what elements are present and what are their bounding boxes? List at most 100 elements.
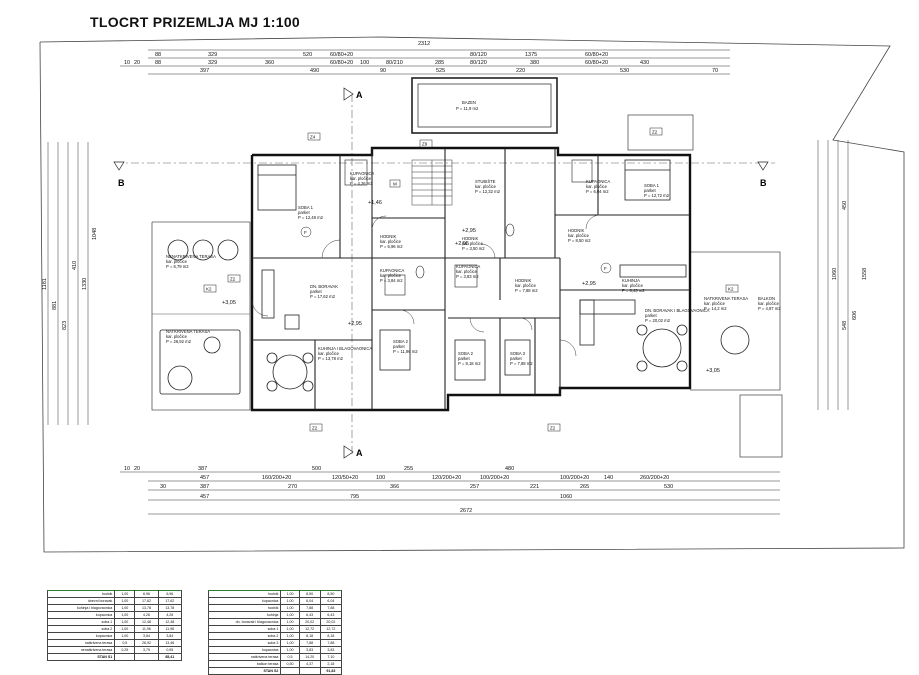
svg-text:M: M (393, 182, 397, 187)
svg-text:+2,95: +2,95 (348, 321, 362, 327)
table-cell: 6,04 (319, 597, 343, 605)
table-cell: balkon terasa (207, 660, 282, 668)
svg-text:parket: parket (510, 356, 522, 361)
svg-text:397: 397 (200, 68, 209, 74)
svg-text:795: 795 (350, 494, 359, 500)
svg-text:P = 11,96 m2: P = 11,96 m2 (393, 349, 418, 354)
drawing-title: TLOCRT PRIZEMLJA MJ 1:100 (90, 14, 301, 30)
svg-text:SOBA 1: SOBA 1 (298, 205, 314, 210)
svg-text:KUHINJA: KUHINJA (622, 278, 640, 283)
svg-text:Z2: Z2 (550, 426, 556, 431)
svg-text:KUPAONICA: KUPAONICA (586, 179, 611, 184)
svg-text:1060: 1060 (560, 494, 572, 500)
svg-text:parket: parket (393, 344, 405, 349)
svg-text:HODNIK: HODNIK (515, 278, 531, 283)
table-cell: 1,00 (280, 604, 300, 612)
svg-text:SOBA 3: SOBA 3 (510, 351, 526, 356)
svg-text:kar. pločice: kar. pločice (704, 301, 726, 306)
svg-text:457: 457 (200, 494, 209, 500)
table-cell: 12,72 (298, 625, 321, 633)
table-cell: 6,43 (319, 611, 343, 619)
dining-table-right (619, 264, 750, 372)
table-cell: 1,00 (114, 590, 136, 598)
svg-text:NATKRIVENA TERASA: NATKRIVENA TERASA (704, 296, 748, 301)
svg-text:KUHINJA I BLAGOVAONICA: KUHINJA I BLAGOVAONICA (318, 346, 372, 351)
table-cell: natkrivena terasa (46, 639, 116, 647)
svg-text:60/80+20: 60/80+20 (585, 60, 608, 66)
table-cell: 7,10 (319, 653, 343, 661)
table-cell: 13,78 (134, 604, 159, 612)
plot-boundary (39, 36, 905, 553)
dimensions-bottom: 10 20 387 500 120/50+20 255 480 100/200+… (120, 466, 780, 515)
pool-inner (417, 83, 552, 128)
svg-text:285: 285 (435, 60, 444, 66)
dimensions-left: 1181 881 823 410 1330 1048 (42, 142, 98, 425)
table-cell: 11,96 (157, 625, 183, 633)
svg-text:P = 26,92 m2: P = 26,92 m2 (166, 339, 192, 344)
svg-text:329: 329 (208, 52, 217, 58)
svg-text:255: 255 (404, 466, 413, 472)
table-cell: 4,26 (134, 611, 159, 619)
table-cell: hodnik (207, 604, 282, 612)
svg-text:88: 88 (155, 52, 161, 58)
svg-text:kar. pločice: kar. pločice (166, 334, 188, 339)
svg-text:Z2: Z2 (312, 426, 318, 431)
table-cell: 17,62 (157, 597, 183, 605)
table-cell: 1,00 (280, 646, 300, 654)
table-cell: 7,88 (298, 639, 321, 647)
svg-text:270: 270 (288, 484, 297, 490)
terrace-right-outline (690, 251, 781, 391)
svg-text:NENATKRIVENA TERASA: NENATKRIVENA TERASA (166, 254, 216, 259)
table-cell: 8,50 (319, 590, 343, 598)
svg-text:kar. pločice: kar. pločice (758, 301, 780, 306)
svg-text:P = 12,72 m2: P = 12,72 m2 (644, 193, 670, 198)
svg-text:500: 500 (312, 466, 321, 472)
svg-text:kar. pločice: kar. pločice (166, 259, 188, 264)
table-cell: kupaonica (207, 597, 282, 605)
svg-text:120/200+20: 120/200+20 (432, 475, 461, 481)
table-cell: kupaonica (46, 611, 116, 619)
svg-text:kar. pločice: kar. pločice (568, 233, 590, 238)
table-cell: 7,88 (319, 639, 343, 647)
table-cell: 3,79 (134, 646, 159, 654)
table-cell: 7,88 (298, 604, 321, 612)
svg-text:60/80+20: 60/80+20 (330, 60, 353, 66)
svg-text:KUPAONICA: KUPAONICA (380, 268, 405, 273)
svg-text:kar. pločice: kar. pločice (586, 184, 608, 189)
svg-text:606: 606 (852, 311, 858, 320)
pool-outer (411, 77, 558, 134)
table-cell: 20,02 (319, 618, 343, 626)
svg-text:490: 490 (310, 68, 319, 74)
svg-text:F: F (604, 266, 607, 271)
dimensions-top: 2312 88 329 520 60/80+20 1375 80/120 60/… (120, 41, 730, 75)
sofas (261, 269, 636, 346)
svg-text:kar. pločice: kar. pločice (622, 283, 644, 288)
svg-text:KUPAONICA: KUPAONICA (456, 264, 481, 269)
table-cell: 0,95 (157, 646, 183, 654)
svg-text:Z4: Z4 (310, 135, 316, 140)
table-cell: 0,25 (114, 646, 136, 654)
svg-text:329: 329 (208, 60, 217, 66)
svg-text:SOBA 2: SOBA 2 (458, 351, 474, 356)
svg-text:kar. pločice: kar. pločice (515, 283, 537, 288)
svg-text:HODNIK: HODNIK (568, 228, 584, 233)
dimensions-right: 1558 450 548 606 1060 (817, 140, 868, 410)
svg-text:P = 12,32 m2: P = 12,32 m2 (475, 189, 501, 194)
table-cell: 12,48 (134, 618, 159, 626)
svg-text:HODNIK: HODNIK (380, 234, 396, 239)
table-cell (134, 653, 159, 661)
table-cell: 85,41 (157, 653, 183, 661)
table-cell: 1,00 (114, 632, 136, 640)
svg-text:HODNIK: HODNIK (462, 236, 478, 241)
table-cell: 13,46 (157, 639, 183, 647)
svg-text:366: 366 (390, 484, 399, 490)
table-cell: 3,83 (298, 646, 321, 654)
